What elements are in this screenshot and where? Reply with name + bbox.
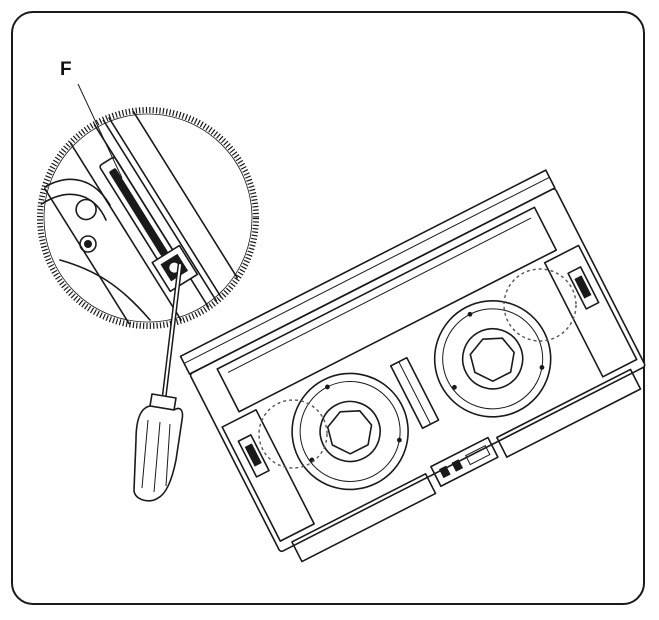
callout-leader-line bbox=[77, 83, 123, 179]
callout-label-f: F bbox=[60, 59, 72, 80]
right-fan bbox=[433, 300, 552, 418]
screwdriver-icon bbox=[133, 262, 184, 502]
range-hood-icon bbox=[179, 169, 646, 563]
highlight-circle-left bbox=[258, 399, 328, 469]
zoom-detail-icon bbox=[37, 107, 259, 329]
left-fan bbox=[291, 372, 409, 491]
highlight-circle-right bbox=[503, 268, 577, 342]
